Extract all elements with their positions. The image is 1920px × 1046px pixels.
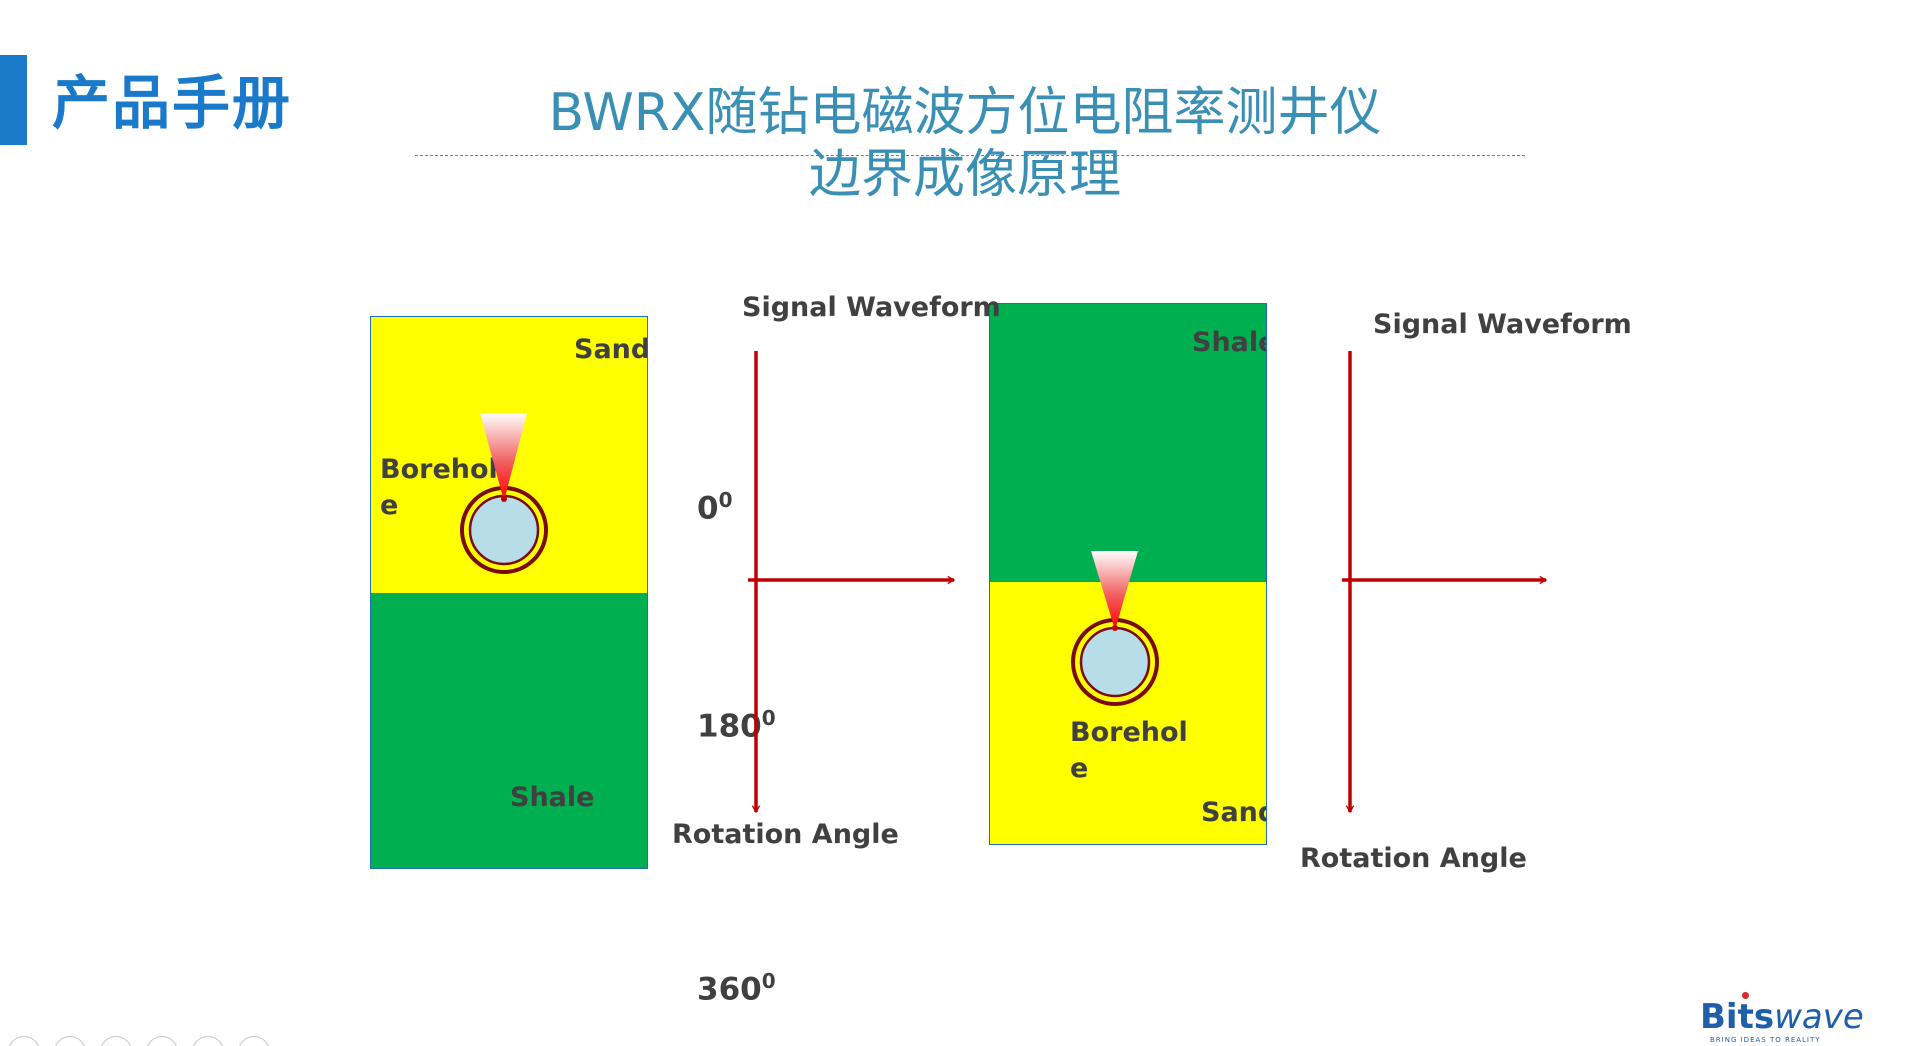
slide-title-line1: BWRX随钻电磁波方位电阻率测井仪 xyxy=(548,83,1382,143)
slide-title-line2: 边界成像原理 xyxy=(808,145,1121,205)
nav-control-icon[interactable] xyxy=(54,1036,86,1046)
sand-label: Sand xyxy=(574,334,648,365)
sand-label: Sand xyxy=(1201,797,1266,828)
shale-label: Shale xyxy=(510,782,595,813)
nav-control-icon[interactable] xyxy=(192,1036,224,1046)
logo-tagline: BRING IDEAS TO REALITY xyxy=(1710,1036,1821,1044)
nav-control-icon[interactable] xyxy=(8,1036,40,1046)
logo-wordmark: Bitswave xyxy=(1700,997,1864,1037)
rotation-angle-label: Rotation Angle xyxy=(1300,843,1527,874)
slide-title: BWRX随钻电磁波方位电阻率测井仪 边界成像原理 xyxy=(410,82,1520,206)
shale-label: Shale xyxy=(1192,327,1266,358)
section-title: 产品手册 xyxy=(52,69,293,137)
rotation-angle-label: Rotation Angle xyxy=(672,819,899,850)
nav-control-icon[interactable] xyxy=(146,1036,178,1046)
borehole-label: Borehole xyxy=(1070,717,1188,784)
borehole-label: Borehole xyxy=(380,454,498,521)
signal-waveform-label: Signal Waveform xyxy=(742,292,1001,323)
nav-control-icon[interactable] xyxy=(100,1036,132,1046)
logo-dot-icon xyxy=(1742,992,1749,999)
shale-layer xyxy=(990,304,1266,582)
formation-panel-left: Sand Shale Borehole xyxy=(370,316,648,869)
angle-360-label: 3600 xyxy=(697,969,776,1008)
bitswave-logo: Bitswave BRING IDEAS TO REALITY xyxy=(1700,992,1870,1046)
signal-waveform-label: Signal Waveform xyxy=(1373,309,1632,340)
angle-180-label: 1800 xyxy=(697,706,776,745)
formation-panel-right: Shale Sand Borehole xyxy=(989,303,1267,845)
section-accent-bar xyxy=(0,55,27,145)
nav-control-icon[interactable] xyxy=(238,1036,270,1046)
shale-layer xyxy=(371,593,647,868)
title-divider xyxy=(415,155,1525,156)
angle-0-label: 00 xyxy=(697,488,733,527)
